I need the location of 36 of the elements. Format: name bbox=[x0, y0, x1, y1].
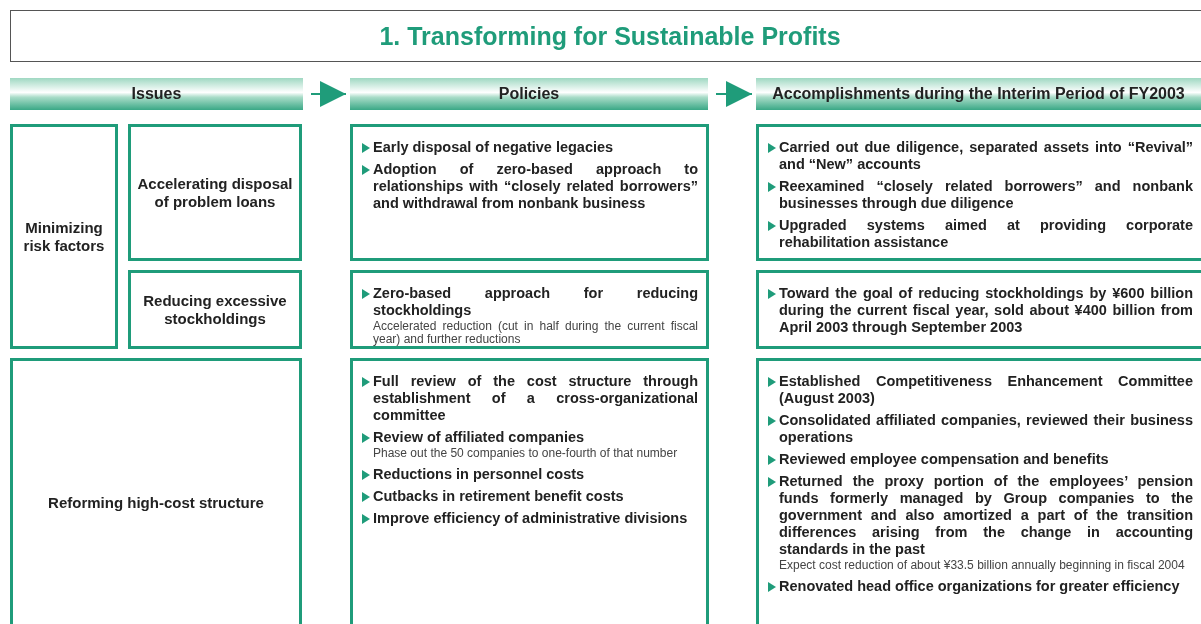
arrow bbox=[310, 81, 347, 107]
bullet-text: Reductions in personnel costs bbox=[373, 466, 586, 483]
bullet-text: Consolidated affiliated companies, reviewed their business operations bbox=[779, 412, 1193, 446]
bullet-text: Review of affiliated companies bbox=[373, 429, 586, 446]
bullet-text: Full review of the cost structure through establishment of a cross-organizational committee bbox=[373, 373, 698, 424]
policy-box bbox=[350, 270, 709, 349]
column-header: Accomplishments during the Interim Period of FY2003 bbox=[756, 78, 1201, 110]
bullet-text: Adoption of zero-based approach to relationships with “closely related borrowers” and withdrawal from nonbank business bbox=[373, 161, 698, 212]
bullet-text: Cutbacks in retirement benefit costs bbox=[373, 488, 625, 505]
bullet-text: Improve efficiency of administrative divisions bbox=[373, 510, 689, 527]
issue-box: Reforming high-cost structure bbox=[10, 358, 302, 624]
bullet-text: Carried out due diligence, separated assets into “Revival” and “New” accounts bbox=[779, 139, 1193, 173]
bullet-text: Established Competitiveness Enhancement Committee (August 2003) bbox=[779, 373, 1193, 407]
page-title: 1. Transforming for Sustainable Profits bbox=[10, 10, 1201, 62]
result-box bbox=[756, 270, 1201, 349]
issue-box: Minimizing risk factors bbox=[10, 124, 118, 349]
note-text: Phase out the 50 companies to one-fourth of that number bbox=[373, 447, 679, 460]
bullet-text: Zero-based approach for reducing stockholdings bbox=[373, 285, 698, 319]
column-header: Policies bbox=[350, 78, 708, 110]
issue-box: Reducing excessive stockholdings bbox=[128, 270, 302, 349]
bullet-text: Early disposal of negative legacies bbox=[373, 139, 615, 156]
arrow bbox=[715, 81, 753, 107]
bullet-text: Upgraded systems aimed at providing corporate rehabilitation assistance bbox=[779, 217, 1193, 251]
policy-box bbox=[350, 124, 709, 261]
bullet-text: Reviewed employee compensation and benefits bbox=[779, 451, 1110, 468]
result-box bbox=[756, 358, 1201, 624]
result-box bbox=[756, 124, 1201, 261]
note-text: Accelerated reduction (cut in half during the current fiscal year) and further reductions bbox=[373, 320, 698, 346]
bullet-text: Returned the proxy portion of the employees’ pension funds formerly managed by Group companies to the government and also amortized a part of the transition differences arising from the change in accounting standards in the past bbox=[779, 473, 1193, 558]
column-header: Issues bbox=[10, 78, 303, 110]
note-text: Expect cost reduction of about ¥33.5 billion annually beginning in fiscal 2004 bbox=[779, 559, 1186, 572]
bullet-text: Toward the goal of reducing stockholdings by ¥600 billion during the current fiscal year, sold about ¥400 billion from April 2003 through September 2003 bbox=[779, 285, 1193, 336]
bullet-text: Renovated head office organizations for greater efficiency bbox=[779, 578, 1181, 595]
policy-box bbox=[350, 358, 709, 624]
issue-box: Accelerating disposal of problem loans bbox=[128, 124, 302, 261]
bullet-text: Reexamined “closely related borrowers” and nonbank businesses through due diligence bbox=[779, 178, 1193, 212]
